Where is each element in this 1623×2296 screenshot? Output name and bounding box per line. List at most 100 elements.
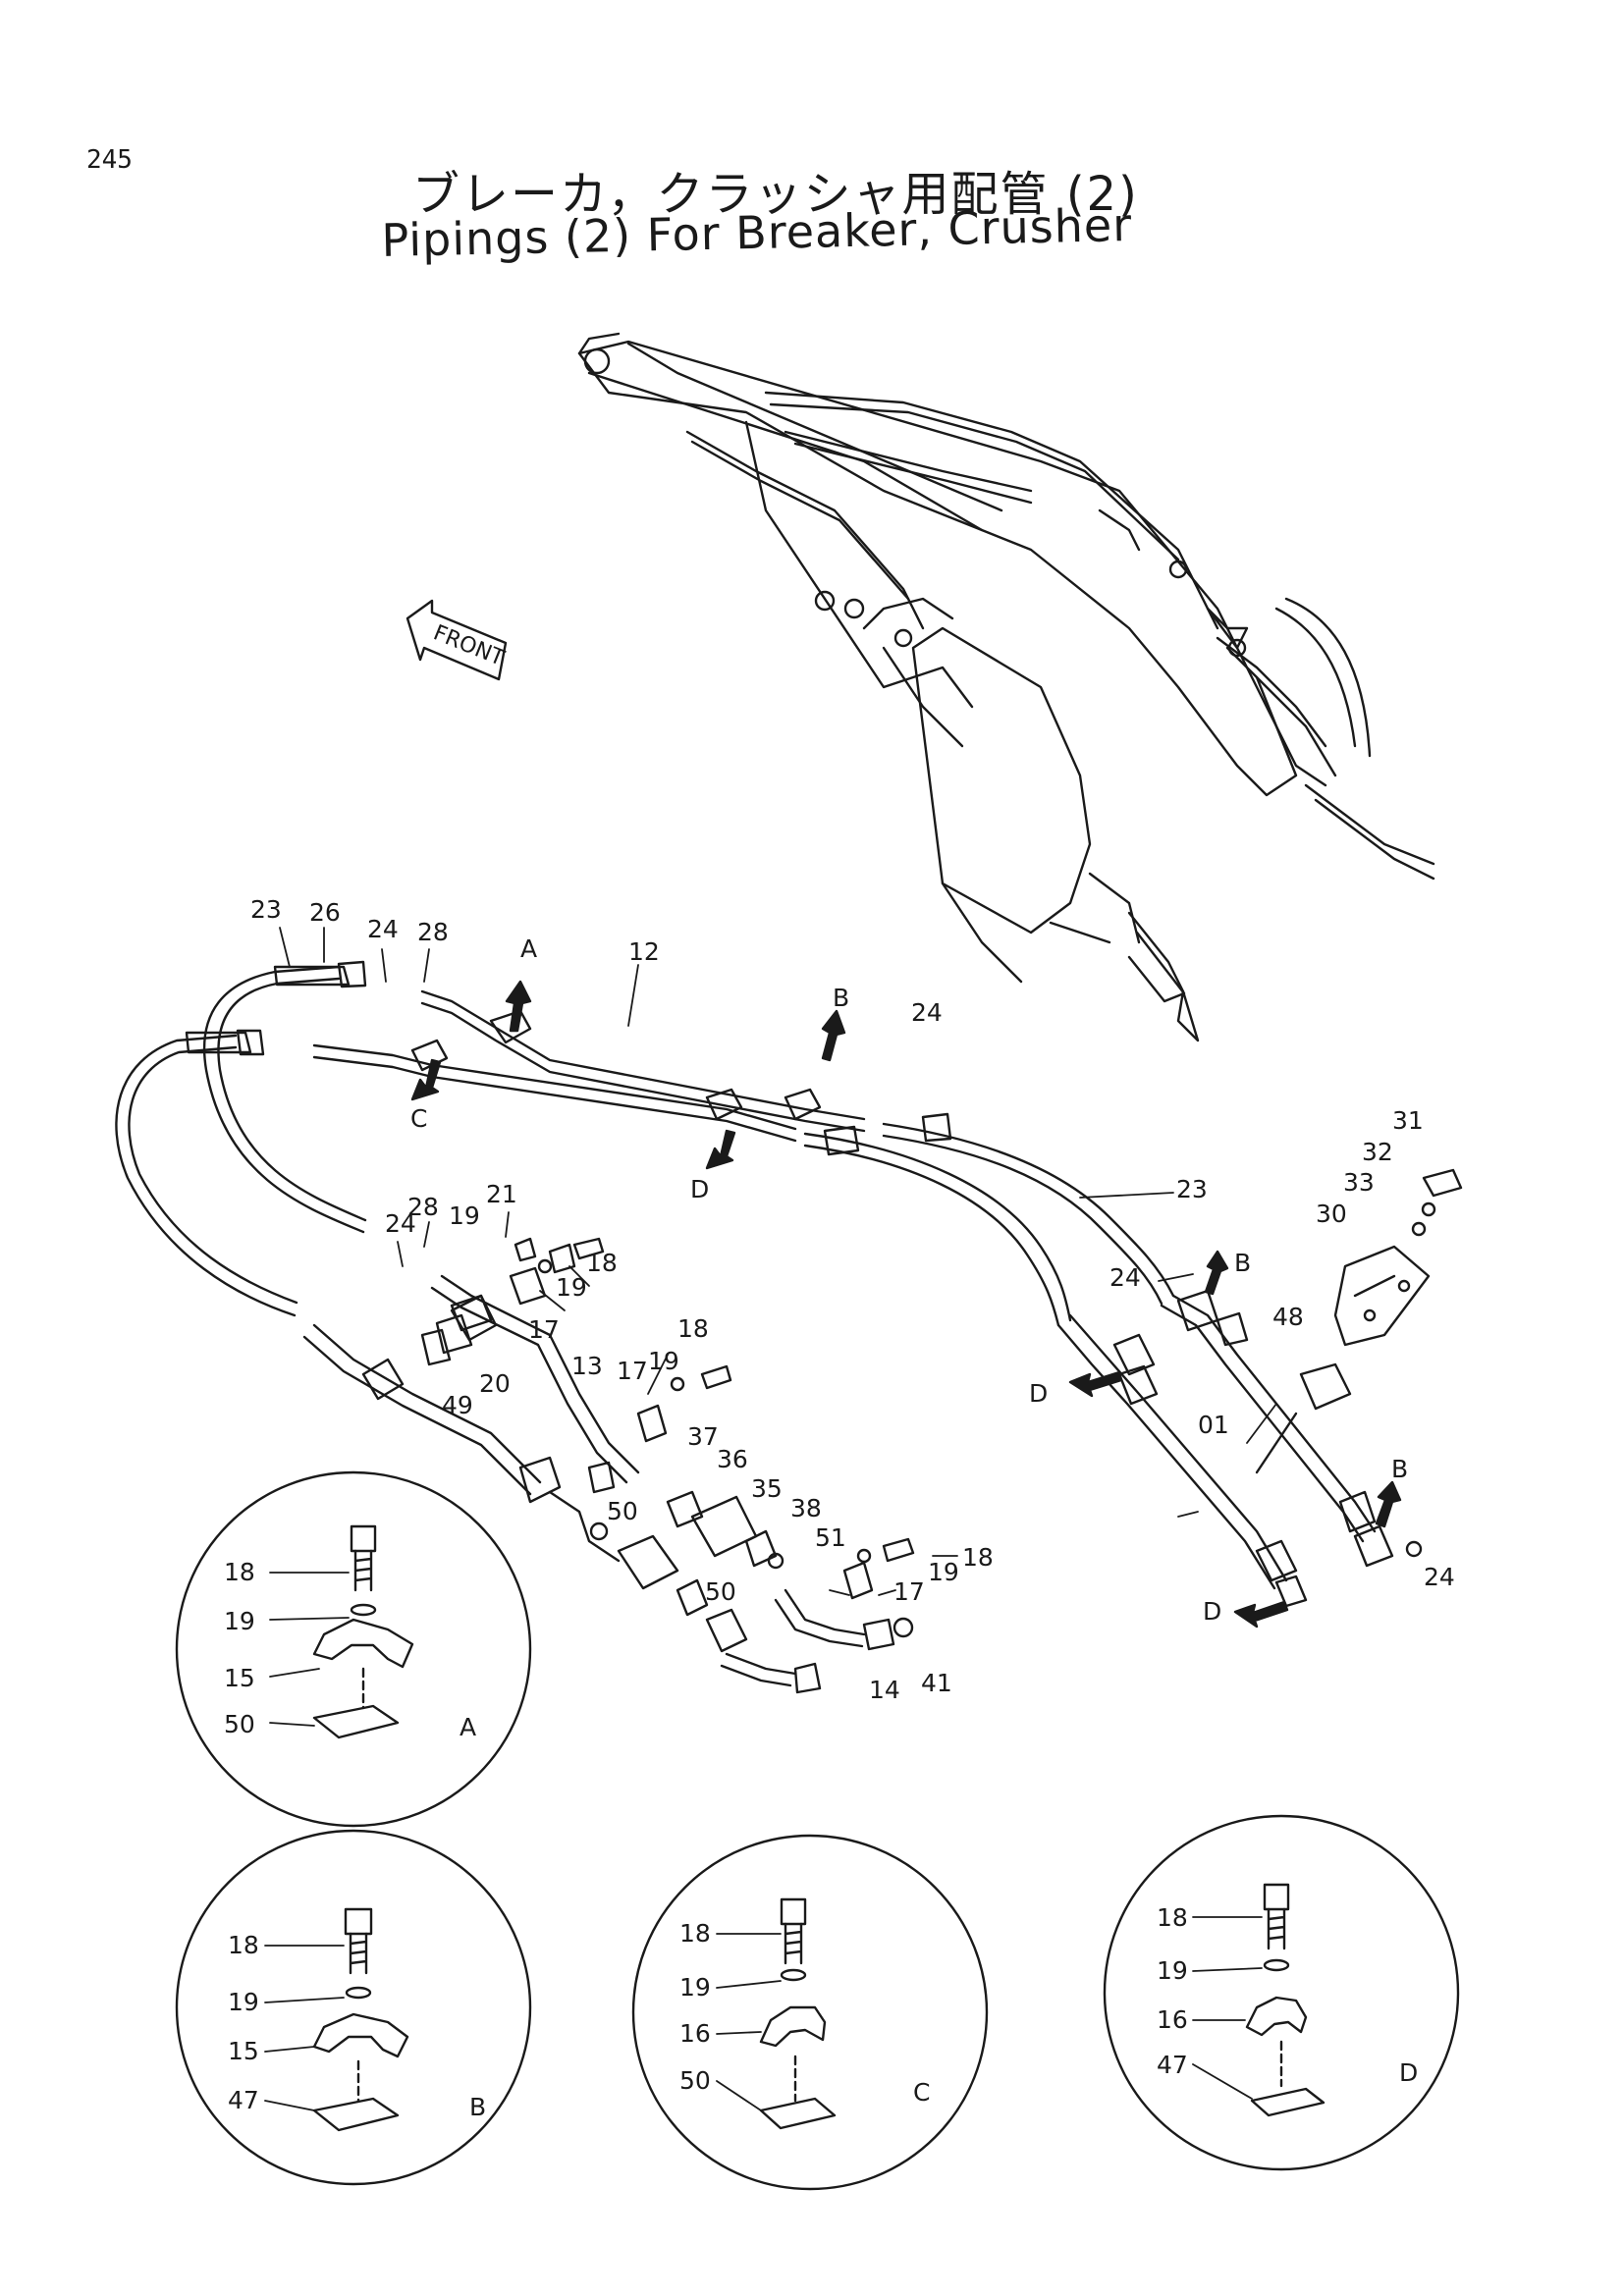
callout: 28 — [417, 918, 449, 946]
front-direction-arrow — [406, 599, 508, 681]
callout: 37 — [687, 1422, 719, 1451]
hose-lower-right — [803, 1125, 1072, 1327]
callout: 18 — [586, 1249, 618, 1277]
detail-callout: 18 — [228, 1931, 259, 1959]
detail-callout: 16 — [1157, 2005, 1188, 2034]
callout: 38 — [790, 1494, 822, 1522]
detail-callout: 18 — [224, 1558, 255, 1586]
callout: 23 — [250, 895, 282, 924]
callout: 19 — [928, 1558, 959, 1586]
detail-callout: 19 — [228, 1988, 259, 2016]
callout: 17 — [893, 1577, 925, 1606]
callout: 17 — [617, 1357, 648, 1385]
callout: 48 — [1272, 1303, 1304, 1331]
detail-circle-A — [175, 1470, 532, 1828]
callout: 21 — [486, 1180, 517, 1208]
page-number: 245 — [86, 145, 133, 175]
callout: 36 — [717, 1445, 748, 1473]
clamp-20-49 — [420, 1294, 616, 1494]
callout: 17 — [528, 1315, 560, 1344]
detail-callout: 47 — [228, 2086, 259, 2114]
fittings-chain-lower — [548, 1490, 822, 1694]
detail-C-labels: 18 19 16 50 C — [679, 1919, 930, 2107]
detail-callout: 16 — [679, 2019, 711, 2048]
detail-A-labels: 18 19 15 50 A — [224, 1558, 476, 1741]
hose-outer-left — [115, 1029, 298, 1317]
callout: 30 — [1316, 1200, 1347, 1228]
detail-callout: 18 — [679, 1919, 711, 1948]
detail-callout: 50 — [679, 2066, 711, 2095]
detail-callout: 15 — [224, 1664, 255, 1692]
fittings-35-36 — [666, 1490, 784, 1570]
callout: 24 — [1109, 1263, 1141, 1292]
callout: 31 — [1392, 1106, 1424, 1135]
callout: 24 — [367, 915, 399, 943]
callout: 28 — [407, 1193, 439, 1221]
callout: 24 — [911, 998, 943, 1027]
detail-circle-D — [1103, 1814, 1460, 2171]
detail-view-letter: B — [469, 2093, 486, 2121]
view-letter: B — [1391, 1455, 1408, 1483]
callout: 01 — [1198, 1411, 1229, 1439]
detail-callout: 50 — [224, 1710, 255, 1738]
view-letter-labels: A B C D B B D D — [410, 934, 1408, 1626]
hose-23-left — [202, 960, 367, 1234]
callout: 51 — [815, 1523, 846, 1552]
callout: 18 — [677, 1314, 709, 1343]
detail-B-labels: 18 19 15 47 B — [228, 1931, 486, 2121]
detail-callout: 19 — [679, 1973, 711, 2002]
callout: 41 — [921, 1669, 952, 1697]
detail-callout: 19 — [1157, 1956, 1188, 1985]
detail-view-letter: A — [460, 1713, 476, 1741]
callout: 49 — [442, 1391, 473, 1419]
detail-circle-C — [631, 1834, 989, 2191]
detail-callout: 18 — [1157, 1903, 1188, 1932]
title-japanese: ブレーカ，クラッシャ用配管 (2) — [412, 167, 1139, 222]
detail-view-letter: D — [1399, 2058, 1418, 2087]
detail-circle-B — [175, 1829, 532, 2186]
callout: 12 — [628, 937, 660, 966]
view-arrows — [410, 980, 1402, 1629]
view-letter: D — [1203, 1597, 1221, 1626]
callout: 19 — [648, 1347, 679, 1375]
detail-D-labels: 18 19 16 47 D — [1157, 1903, 1418, 2087]
callout-labels: 23 26 24 28 12 24 23 24 28 19 21 18 19 1… — [250, 895, 1455, 1704]
callout: 20 — [479, 1369, 511, 1398]
callout: 14 — [869, 1676, 900, 1704]
view-letter: C — [410, 1104, 427, 1133]
callout: 24 — [1424, 1563, 1455, 1591]
callout: 33 — [1343, 1168, 1375, 1197]
pipe-14 — [774, 1588, 914, 1651]
detail-callout: 19 — [224, 1607, 255, 1635]
callout: 18 — [962, 1543, 994, 1572]
view-letter: D — [690, 1175, 709, 1203]
leader-lines — [279, 927, 1277, 1596]
detail-callout: 47 — [1157, 2051, 1188, 2079]
view-letter: B — [1234, 1249, 1251, 1277]
view-letter: D — [1029, 1379, 1048, 1408]
view-letter: A — [520, 934, 537, 963]
pipe-right-far — [1160, 1289, 1423, 1568]
hose-23-right — [882, 1112, 1175, 1306]
pipe-13 — [430, 1274, 640, 1484]
detail-leader-lines — [264, 1572, 1263, 2111]
detail-callout: 15 — [228, 2037, 259, 2065]
callout: 13 — [571, 1352, 603, 1380]
callout: 23 — [1176, 1175, 1208, 1203]
pipe-lower-run — [312, 1039, 797, 1143]
pipe-lower-left — [302, 1323, 562, 1504]
callout: 32 — [1362, 1138, 1393, 1166]
view-letter: B — [833, 984, 849, 1012]
pipe-12 — [420, 989, 866, 1133]
bracket-30-48 — [1255, 1168, 1463, 1474]
callout: 50 — [607, 1497, 638, 1525]
callout: 50 — [705, 1577, 736, 1606]
callout: 24 — [385, 1209, 416, 1238]
callout: 19 — [449, 1201, 480, 1230]
pipe-right-vertical — [1056, 1313, 1308, 1608]
callout: 35 — [751, 1474, 783, 1503]
excavator-boom-illustration — [577, 332, 1435, 1042]
callout: 26 — [309, 898, 341, 927]
